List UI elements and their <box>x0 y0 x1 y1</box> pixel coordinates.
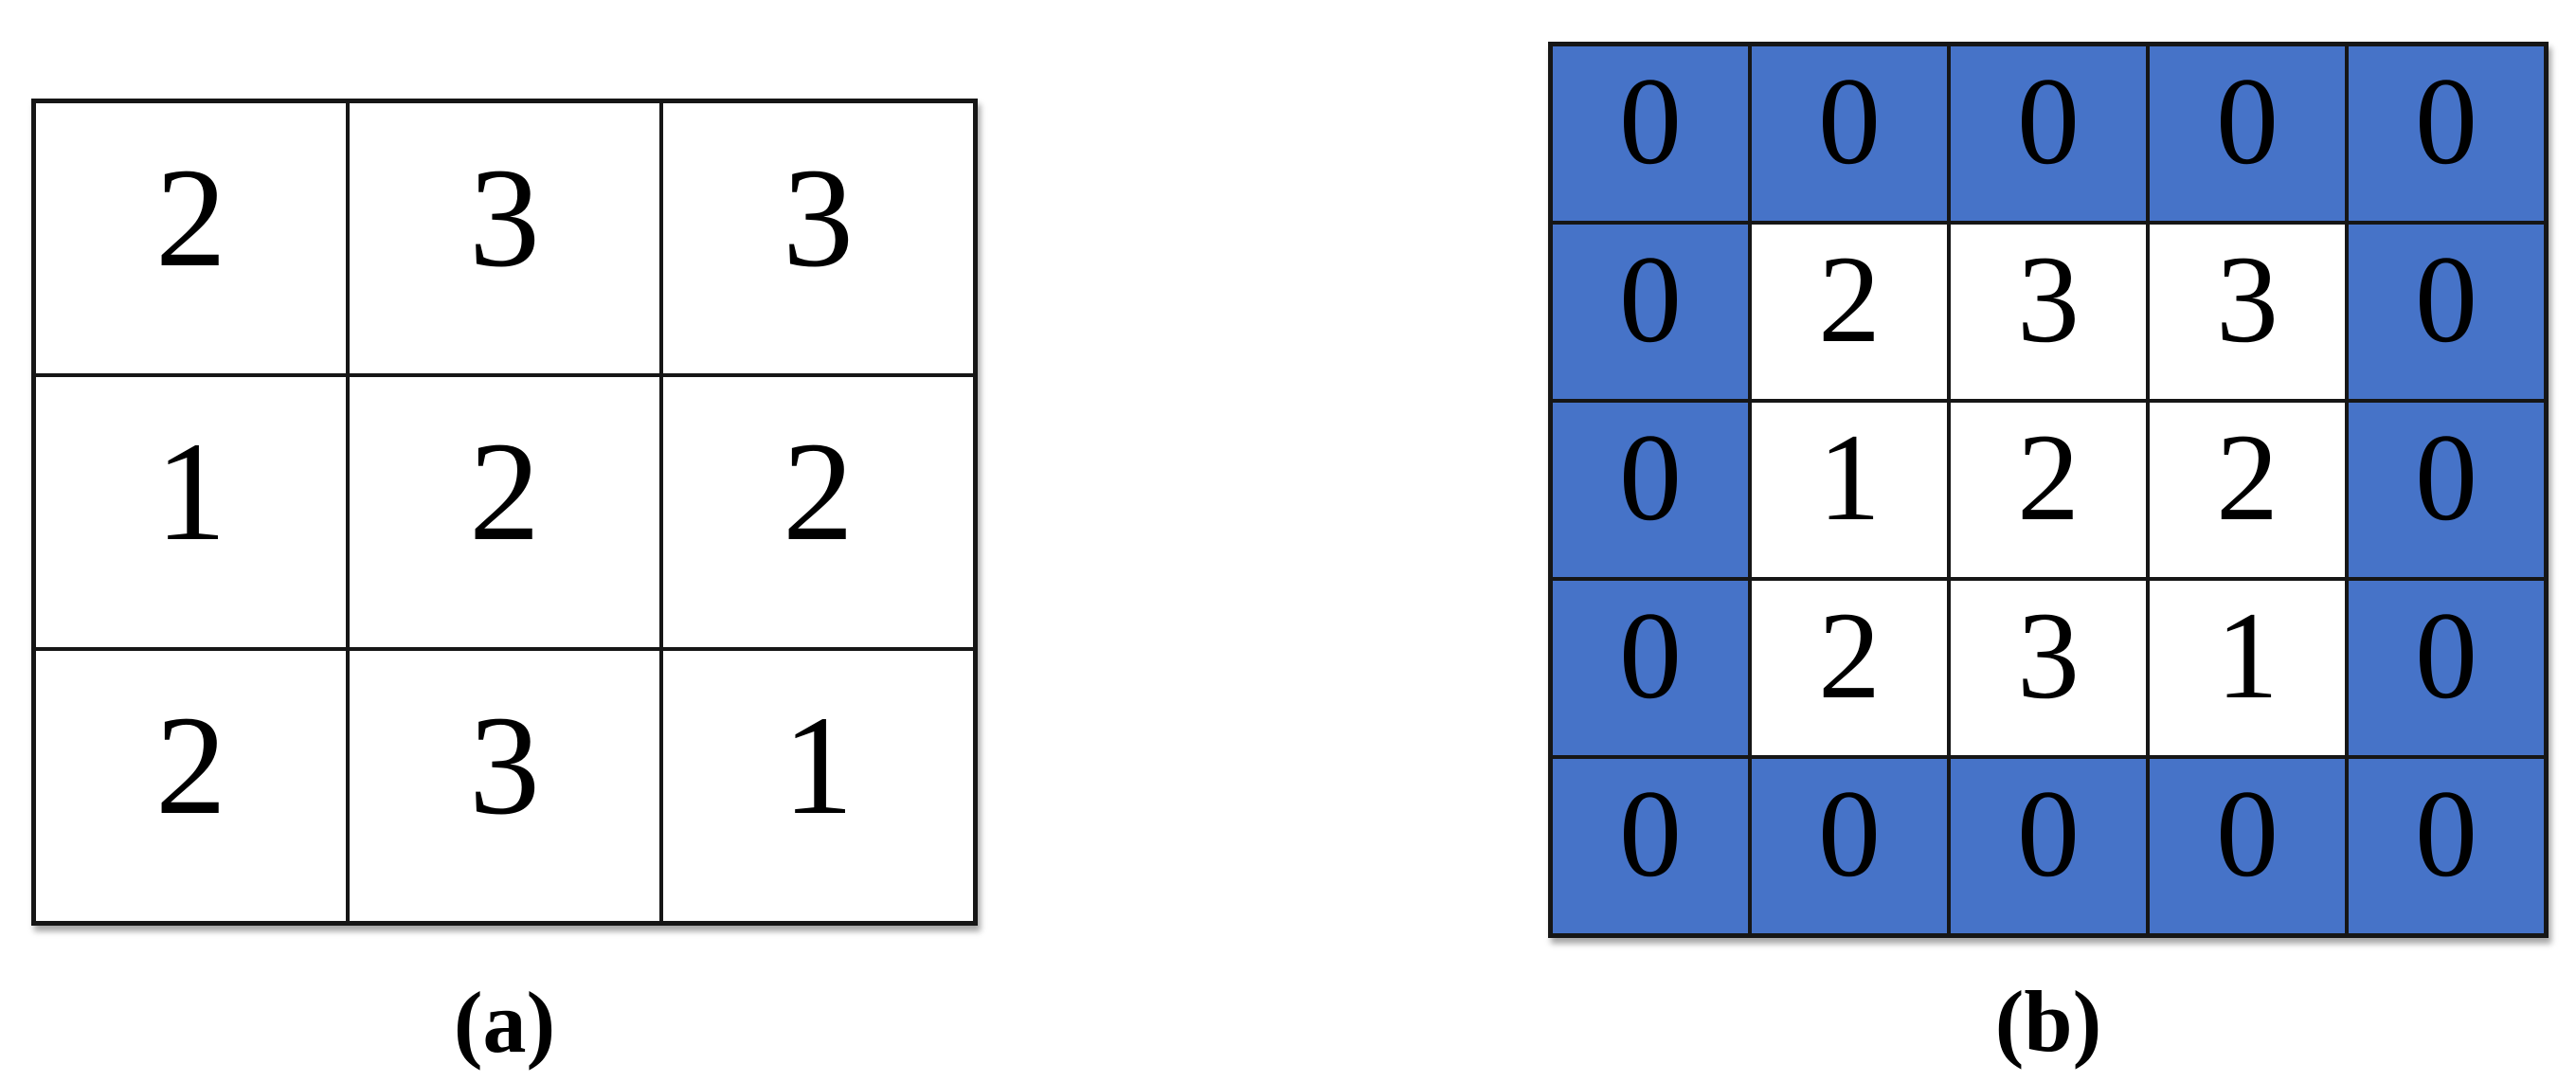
panel-a-label: (a) <box>453 974 556 1071</box>
matrix-a-cell: 3 <box>350 103 659 373</box>
matrix-b-padding-cell: 0 <box>2349 46 2544 221</box>
panel-b-label: (b) <box>1994 973 2102 1070</box>
matrix-b-padding-cell: 0 <box>1553 46 1748 221</box>
matrix-a-cell: 3 <box>663 103 973 373</box>
panel-a: 2 3 3 1 2 2 2 3 1 (a) <box>31 99 978 1066</box>
matrix-b-padding-cell: 0 <box>2349 759 2544 933</box>
matrix-b-padding-cell: 0 <box>1752 759 1947 933</box>
matrix-a-cell: 2 <box>36 103 346 373</box>
matrix-b-padding-cell: 0 <box>1951 46 2146 221</box>
matrix-b-cell: 1 <box>1752 403 1947 577</box>
matrix-b-padding-cell: 0 <box>1553 225 1748 399</box>
matrix-a-grid: 2 3 3 1 2 2 2 3 1 <box>31 99 978 926</box>
matrix-b-cell: 2 <box>1951 403 2146 577</box>
matrix-a-cell: 1 <box>36 377 346 647</box>
panel-b: 0 0 0 0 0 0 2 3 3 0 0 1 2 2 0 0 2 3 1 0 … <box>1548 42 2549 1065</box>
matrix-b-padding-cell: 0 <box>1951 759 2146 933</box>
matrix-b-padding-cell: 0 <box>1553 581 1748 755</box>
matrix-a-cell: 2 <box>350 377 659 647</box>
matrix-a-cell: 2 <box>663 377 973 647</box>
matrix-b-padding-cell: 0 <box>1553 403 1748 577</box>
matrix-b-padding-cell: 0 <box>2150 759 2345 933</box>
matrix-b-grid: 0 0 0 0 0 0 2 3 3 0 0 1 2 2 0 0 2 3 1 0 … <box>1548 42 2549 938</box>
matrix-b-cell: 1 <box>2150 581 2345 755</box>
matrix-b-cell: 2 <box>1752 581 1947 755</box>
matrix-b-padding-cell: 0 <box>2349 403 2544 577</box>
matrix-b-padding-cell: 0 <box>2349 225 2544 399</box>
matrix-b-padding-cell: 0 <box>1553 759 1748 933</box>
matrix-b-padding-cell: 0 <box>2349 581 2544 755</box>
matrix-b-cell: 3 <box>2150 225 2345 399</box>
matrix-a-cell: 3 <box>350 651 659 921</box>
matrix-b-cell: 2 <box>2150 403 2345 577</box>
matrix-a-cell: 2 <box>36 651 346 921</box>
matrix-b-cell: 3 <box>1951 581 2146 755</box>
matrix-b-padding-cell: 0 <box>2150 46 2345 221</box>
matrix-b-cell: 2 <box>1752 225 1947 399</box>
matrix-b-padding-cell: 0 <box>1752 46 1947 221</box>
matrix-a-cell: 1 <box>663 651 973 921</box>
matrix-b-cell: 3 <box>1951 225 2146 399</box>
